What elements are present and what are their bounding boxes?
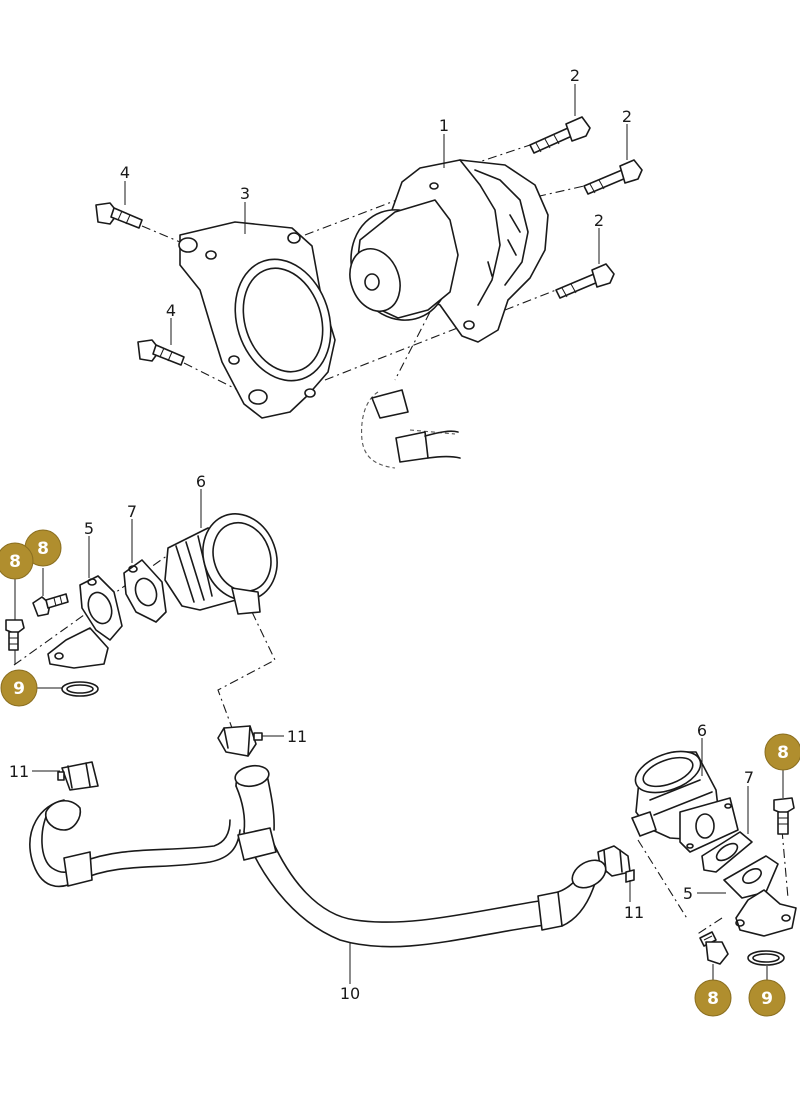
axis-line [781,829,789,899]
svg-text:8: 8 [9,552,21,572]
callout-2-middle: 2 [622,107,632,126]
axis-line [469,144,531,166]
flange-5-left [47,575,123,669]
valve-6-right [631,750,739,853]
axis-line [394,311,431,381]
svg-text:9: 9 [761,989,773,1009]
svg-text:8: 8 [777,743,789,763]
clamp-11-left [57,761,99,791]
svg-text:8: 8 [37,539,49,559]
bolt-2-lower [555,263,615,299]
clamp-11-middle [217,725,263,757]
valve-6-left [164,513,278,615]
gasket-7-right [701,831,753,873]
axis-line [324,324,466,381]
callout-4-upper: 4 [120,163,130,182]
badge-8-left-lower: 8 [0,542,34,580]
callout-2-lower: 2 [594,211,604,230]
axis-line [695,917,723,936]
axis-line [141,225,181,243]
flange-5-right [723,855,797,937]
bolt-4-lower [137,339,185,366]
badge-8-right-lower: 8 [694,979,732,1017]
bolt-8-right-lower [699,931,729,965]
callout-7-right: 7 [744,768,754,787]
callout-6-right: 6 [697,721,707,740]
callout-6-left: 6 [196,472,206,491]
callout-leaders [14,84,784,984]
badge-9-right: 9 [748,979,786,1017]
secondary-air-pump [349,159,549,343]
callout-4-lower: 4 [166,301,176,320]
badge-9-left: 9 [0,669,38,707]
bolt-8-left-horizontal [32,593,69,617]
callout-1: 1 [439,116,449,135]
hose-reference-outline [361,389,461,469]
svg-text:9: 9 [13,679,25,699]
badge-8-right-upper: 8 [764,733,800,771]
o-ring-9-right [747,950,785,966]
callout-11-middle: 11 [287,727,307,746]
axis-line [217,611,276,729]
callout-7-left: 7 [127,502,137,521]
bolt-8-right-upper [773,797,795,835]
gasket-7-left [123,559,167,623]
callout-3: 3 [240,184,250,203]
callout-5-right: 5 [683,884,693,903]
bolt-4-upper [95,202,143,229]
hose-10 [29,764,607,948]
bolt-2-middle [583,159,643,195]
callout-5-left: 5 [84,519,94,538]
callout-2-top: 2 [570,66,580,85]
bolt-8-left-vertical [5,619,25,651]
axis-line [637,839,689,921]
callout-10: 10 [340,984,360,1003]
bolt-2-top [529,116,591,154]
callout-11-right: 11 [624,903,644,922]
axis-line [504,289,557,311]
o-ring-9-left [61,681,99,697]
mounting-bracket [178,221,336,419]
callout-11-left: 11 [9,762,29,781]
svg-text:8: 8 [707,989,719,1009]
